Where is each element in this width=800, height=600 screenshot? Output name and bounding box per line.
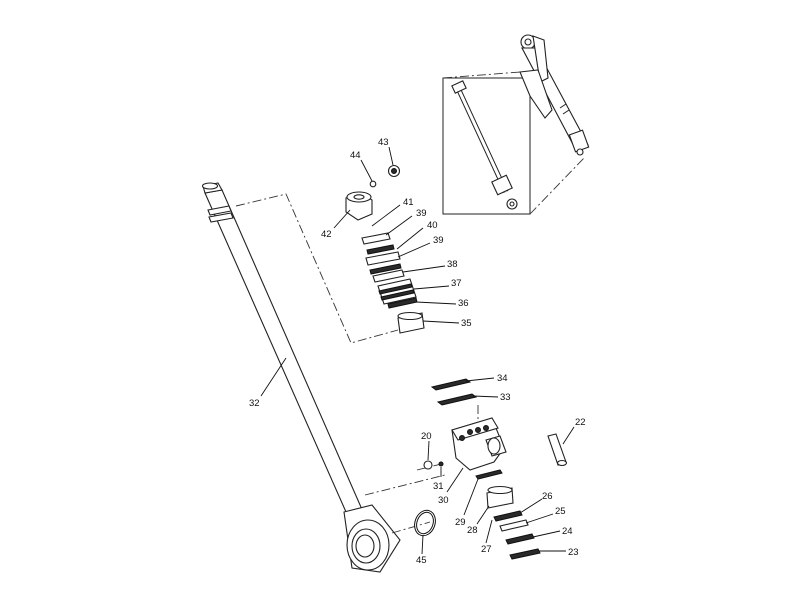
part-25-seal — [499, 519, 529, 532]
callout-22: 22 — [575, 417, 586, 428]
machine-arm — [519, 34, 590, 156]
part-44-washer — [369, 180, 377, 188]
callout-36: 36 — [458, 298, 469, 309]
callout-27: 27 — [481, 544, 492, 555]
callout-42: 42 — [321, 229, 332, 240]
callout-28: 28 — [467, 525, 478, 536]
part-30-head — [451, 417, 507, 471]
part-31-screw — [438, 461, 444, 467]
callout-38: 38 — [447, 259, 458, 270]
callout-29: 29 — [455, 517, 466, 528]
part-33-backup-ring — [436, 393, 478, 406]
part-26-seal — [493, 510, 523, 522]
callout-44: 44 — [350, 150, 361, 161]
callout-32: 32 — [249, 398, 260, 409]
part-35-spacer — [397, 311, 425, 334]
part-40-wear-ring — [365, 251, 401, 266]
part-43-plug — [387, 164, 401, 178]
callout-26: 26 — [542, 491, 553, 502]
part-28-bushing — [486, 485, 514, 509]
callout-24: 24 — [562, 526, 573, 537]
callout-34: 34 — [497, 373, 508, 384]
callout-39b: 39 — [433, 235, 444, 246]
location-inset — [442, 34, 590, 215]
assembly-line-bottom — [364, 474, 446, 496]
callout-40: 40 — [427, 220, 438, 231]
callout-37: 37 — [451, 278, 462, 289]
callout-30: 30 — [438, 495, 449, 506]
assembly-line-top — [235, 193, 399, 344]
callout-35: 35 — [461, 318, 472, 329]
part-24-ring — [505, 533, 535, 545]
callout-labels: 43 44 42 41 39 40 39 38 37 36 35 34 33 2… — [249, 137, 586, 566]
part-20-fitting — [423, 460, 433, 470]
part-22-bolt — [547, 433, 568, 467]
inset-cylinder — [451, 80, 518, 210]
callout-23: 23 — [568, 547, 579, 558]
inset-frame — [442, 77, 531, 215]
callout-43: 43 — [378, 137, 389, 148]
callout-20: 20 — [421, 431, 432, 442]
callout-33: 33 — [500, 392, 511, 403]
part-34-oring — [430, 378, 472, 391]
part-39-seal-b — [369, 263, 402, 275]
callout-39a: 39 — [416, 208, 427, 219]
part-38-guide-ring — [372, 269, 405, 283]
part-37-piston — [377, 278, 417, 305]
part-42-nut — [345, 191, 373, 221]
part-39-seal-a — [366, 244, 395, 255]
callout-25: 25 — [555, 506, 566, 517]
part-29-oring — [475, 469, 503, 480]
callout-31: 31 — [433, 481, 444, 492]
part-41-bushing — [361, 232, 391, 245]
part-23-wiper — [509, 548, 541, 560]
leader-lines — [260, 146, 575, 555]
callout-41: 41 — [403, 197, 414, 208]
part-45-oring — [414, 509, 436, 537]
part-32-cylinder-tube — [201, 182, 401, 573]
callout-45: 45 — [416, 555, 427, 566]
